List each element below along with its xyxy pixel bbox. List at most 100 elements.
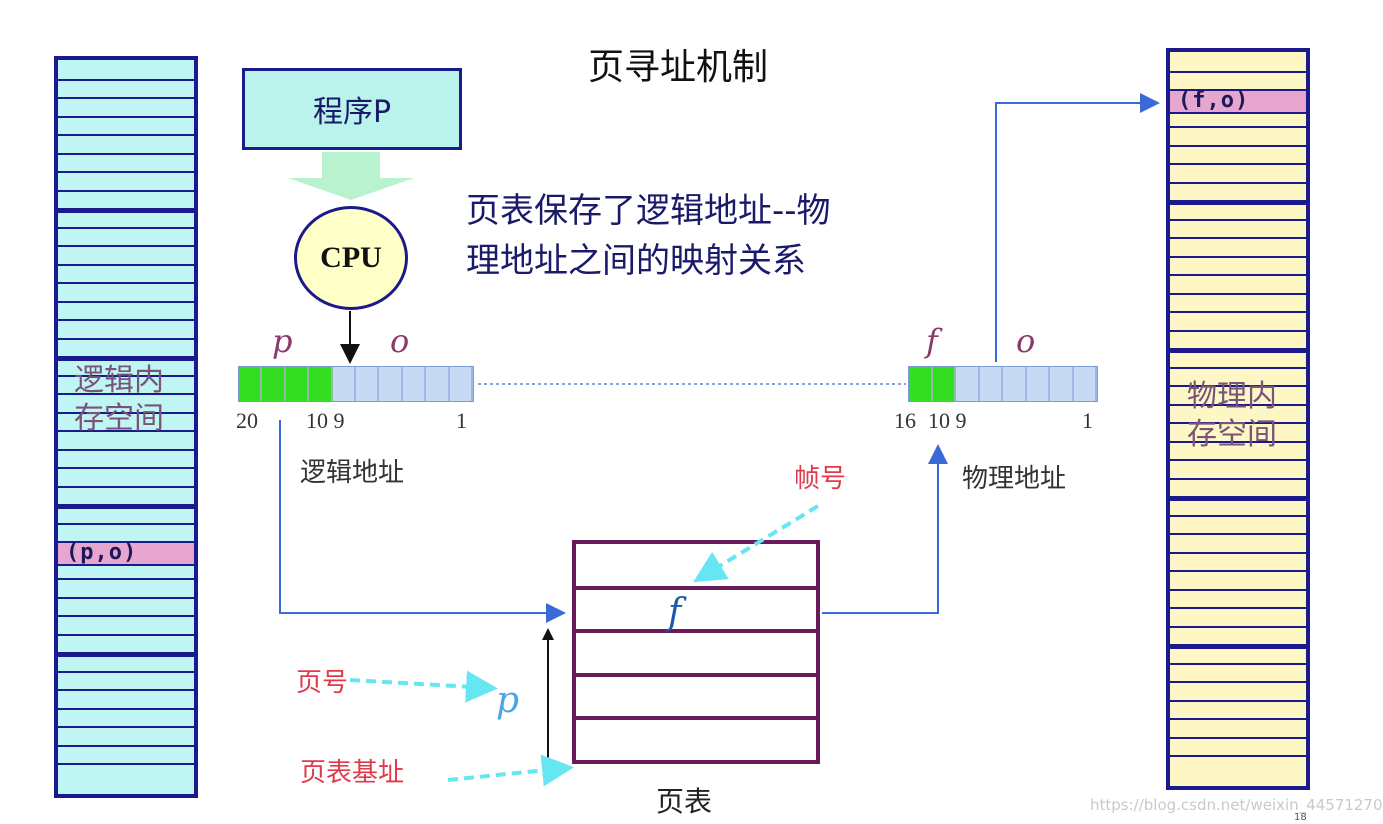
memory-row-line [58, 652, 194, 657]
memory-row-line [58, 282, 194, 284]
memory-row-line [58, 744, 194, 747]
page-number-label: 页号 [296, 668, 349, 698]
memory-row-line [1170, 496, 1306, 501]
memory-row-line [58, 430, 194, 432]
frame-to-physical-arrow [822, 444, 948, 614]
physical-bit-10-9: 10 9 [928, 408, 967, 433]
memory-row-line [58, 226, 194, 229]
logical-o-label: o [390, 322, 410, 360]
cpu-label: CPU [320, 241, 382, 274]
memory-row-line [1170, 440, 1306, 443]
memory-row-line [58, 97, 194, 99]
memory-row-line [1170, 311, 1306, 313]
mapping-note-line2: 理地址之间的映射关系 [466, 241, 806, 281]
physical-f-label: f [926, 322, 938, 360]
frame-number-label: 帧号 [794, 464, 847, 494]
memory-row-line [1170, 644, 1306, 649]
logical-bit-20: 20 [236, 408, 258, 433]
memory-row-line [1170, 422, 1306, 424]
logical-bit-10-9: 10 9 [306, 408, 345, 433]
memory-row-line [1170, 533, 1306, 535]
logical-memory-label-line2: 存空间 [74, 401, 164, 436]
memory-row-line [58, 245, 194, 247]
memory-row-line [58, 670, 194, 673]
memory-row-line [1170, 144, 1306, 147]
program-to-cpu-arrow [288, 152, 414, 200]
memory-row-line [1170, 570, 1306, 572]
physical-bit-16: 16 [894, 408, 916, 433]
memory-row-line [1170, 274, 1306, 276]
memory-row-line [1170, 255, 1306, 258]
page-table-row-line [576, 672, 816, 677]
memory-row-line [1170, 718, 1306, 720]
memory-row-line [58, 615, 194, 617]
page-table-row-line [576, 716, 816, 720]
physical-memory-space: (f,o) [1166, 48, 1310, 790]
memory-row-line [58, 596, 194, 599]
memory-row-line [1170, 459, 1306, 461]
page-bit-cell [309, 367, 333, 401]
offset-bit-cell [1003, 367, 1027, 401]
offset-bit-cell [426, 367, 450, 401]
physical-memory-label-line1: 物理内 [1187, 379, 1277, 414]
physical-highlight-row-text: (f,o) [1178, 88, 1250, 113]
memory-row-line [1170, 662, 1306, 665]
program-label: 程序P [312, 95, 392, 130]
memory-row-line [1170, 366, 1306, 369]
memory-row-line [58, 374, 194, 377]
page-bit-cell [262, 367, 286, 401]
memory-row-line [58, 689, 194, 691]
memory-row-line [1170, 329, 1306, 332]
memory-row-line [58, 726, 194, 728]
memory-row-line [1170, 200, 1306, 205]
offset-bit-cell [1074, 367, 1097, 401]
offset-bit-cell [1027, 367, 1050, 401]
watermark: https://blog.csdn.net/weixin_44571270 [1090, 796, 1383, 814]
slide-page-number: 18 [1294, 812, 1307, 823]
offset-bit-cell [403, 367, 427, 401]
page-bit-cell [932, 367, 956, 401]
logical-p-label: p [272, 322, 293, 360]
page-bit-cell [239, 367, 263, 401]
memory-row-line [1170, 218, 1306, 221]
physical-to-memory-arrow [995, 93, 1160, 362]
page-bit-cell [285, 367, 310, 401]
offset-bit-cell [333, 367, 356, 401]
memory-row-line [58, 337, 194, 340]
offset-bit-cell [1050, 367, 1074, 401]
offset-bit-cell [450, 367, 473, 401]
logical-highlight-row-text: (p,o) [66, 540, 138, 565]
memory-row-line [58, 134, 194, 136]
memory-row-line [1170, 607, 1306, 609]
memory-row-line [1170, 292, 1306, 295]
memory-row-line [58, 356, 194, 361]
memory-row-line [1170, 681, 1306, 683]
memory-row-line [58, 171, 194, 173]
memory-row-line [58, 189, 194, 192]
logical-bit-1: 1 [456, 408, 467, 433]
page-table-base-pointer [447, 754, 574, 787]
logical-address-caption: 逻辑地址 [300, 458, 405, 488]
memory-row-line [1170, 514, 1306, 517]
memory-row-line [1170, 348, 1306, 353]
memory-row-line [1170, 551, 1306, 554]
page-table-caption: 页表 [656, 785, 713, 818]
memory-row-line [58, 522, 194, 525]
memory-row-line [1170, 588, 1306, 591]
diagram-title: 页寻址机制 [588, 47, 769, 88]
memory-row-line [1170, 163, 1306, 165]
physical-bit-1: 1 [1082, 408, 1093, 433]
page-table-row-line [576, 629, 816, 633]
memory-row-line [1170, 477, 1306, 480]
memory-row-line [58, 467, 194, 469]
logical-address-register [238, 366, 474, 402]
memory-row-line [58, 411, 194, 414]
physical-address-register [908, 366, 1098, 402]
physical-address-caption: 物理地址 [962, 464, 1067, 494]
memory-row-line [58, 393, 194, 395]
mapping-note: 页表保存了逻辑地址--物 理地址之间的映射关系 [466, 186, 831, 286]
page-number-p-marker: p [496, 680, 520, 721]
memory-row-line [1170, 70, 1306, 73]
memory-row-line [58, 263, 194, 266]
